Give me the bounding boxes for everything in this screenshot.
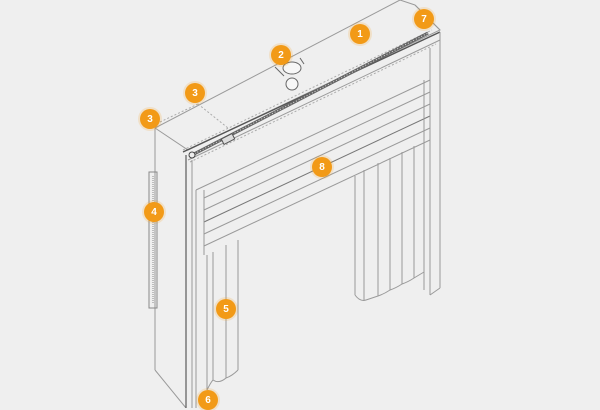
left-guide-rail [148, 171, 158, 309]
motor-compartment-outline [159, 29, 437, 163]
callout-7[interactable]: 7 [414, 9, 434, 29]
callout-6[interactable]: 6 [198, 390, 218, 410]
callout-3-rear[interactable]: 3 [185, 83, 205, 103]
right-frame [423, 32, 441, 296]
callout-4[interactable]: 4 [144, 202, 164, 222]
callout-8[interactable]: 8 [312, 157, 332, 177]
bracket-component [274, 57, 305, 91]
callout-1[interactable]: 1 [350, 24, 370, 44]
callout-5[interactable]: 5 [216, 299, 236, 319]
right-curtain [354, 146, 425, 301]
box-top-face [154, 0, 441, 161]
left-side-panel [154, 128, 197, 408]
callout-2[interactable]: 2 [271, 45, 291, 65]
roller-tube [188, 31, 429, 159]
callout-3-front[interactable]: 3 [140, 109, 160, 129]
